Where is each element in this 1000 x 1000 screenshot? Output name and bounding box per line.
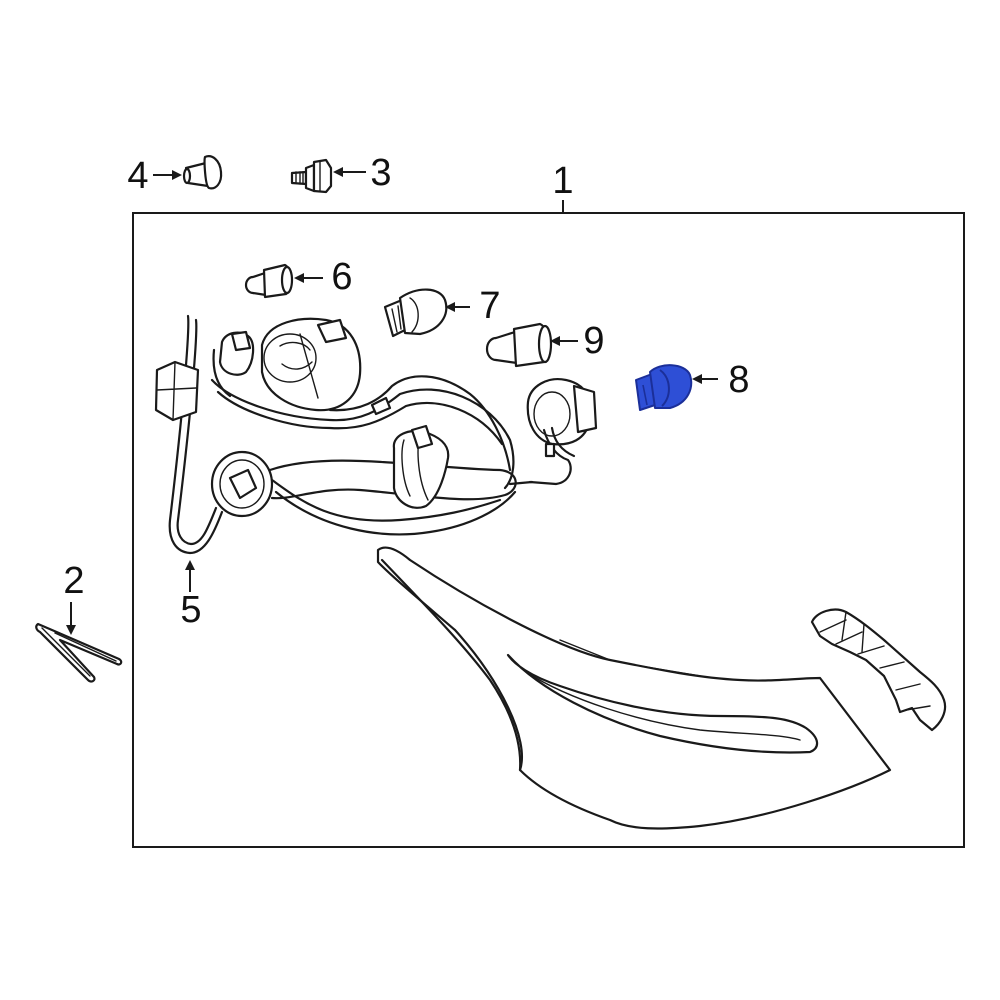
callout-3[interactable]: 3 (333, 152, 392, 194)
part-7-bulb[interactable] (383, 288, 448, 338)
callout-5-label: 5 (180, 589, 201, 631)
callout-8-label: 8 (728, 359, 749, 401)
part-8-bulb-highlighted[interactable] (635, 364, 693, 411)
part-2-clip[interactable] (35, 622, 123, 683)
callout-6-label: 6 (331, 256, 352, 298)
lamp-bracket[interactable] (810, 608, 947, 732)
callout-7-label: 7 (479, 285, 500, 327)
callout-7[interactable]: 7 (445, 285, 501, 327)
part-6-bulb[interactable] (244, 263, 294, 299)
callout-9-label: 9 (583, 320, 604, 362)
callout-2[interactable]: 2 (63, 560, 85, 635)
part-3-screw[interactable] (290, 158, 333, 194)
callout-8[interactable]: 8 (692, 359, 750, 401)
lamp-housing[interactable] (376, 546, 892, 830)
callout-1[interactable]: 1 (552, 160, 574, 213)
callout-4-label: 4 (127, 155, 148, 197)
part-9-bulb[interactable] (485, 322, 553, 368)
callout-6[interactable]: 6 (294, 256, 353, 298)
callout-4[interactable]: 4 (127, 155, 182, 197)
part-5-wiring-harness[interactable] (154, 314, 598, 555)
assembly-frame (132, 212, 965, 848)
part-4-grommet[interactable] (182, 155, 223, 190)
callout-2-label: 2 (63, 560, 84, 602)
callout-1-label: 1 (552, 160, 573, 202)
callout-9[interactable]: 9 (550, 320, 605, 362)
callout-5[interactable]: 5 (180, 560, 202, 631)
callout-3-label: 3 (370, 152, 391, 194)
